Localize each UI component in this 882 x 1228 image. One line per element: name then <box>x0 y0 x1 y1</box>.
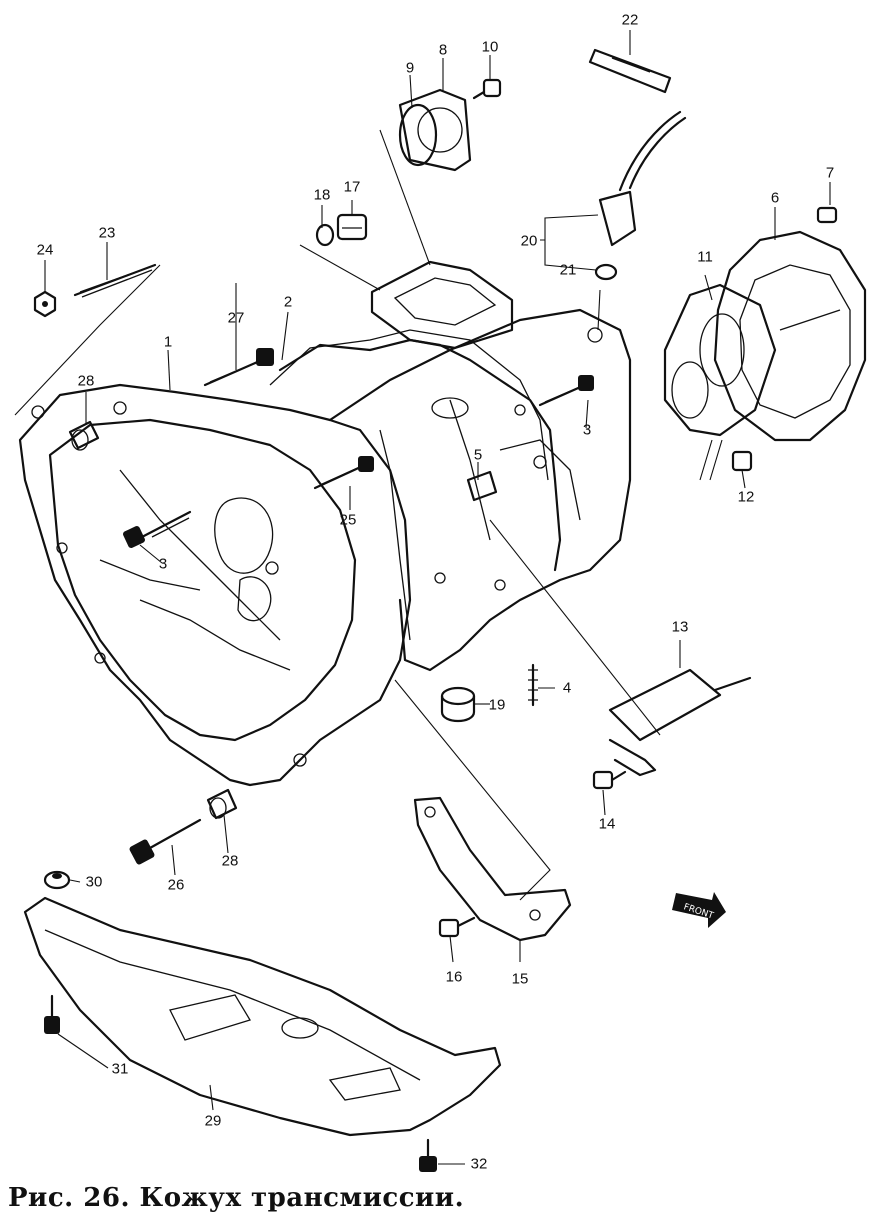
bolt-part-10 <box>472 78 502 100</box>
gasket-part-11 <box>663 283 777 437</box>
callout-15: 15 <box>511 970 529 988</box>
callout-13: 13 <box>671 618 689 636</box>
callout-4: 4 <box>562 679 572 697</box>
callout-31: 31 <box>111 1060 129 1078</box>
gasket-part-21 <box>594 263 618 281</box>
bolt-part-26 <box>129 818 202 865</box>
callout-28-upper: 28 <box>77 372 95 390</box>
bolt-part-14 <box>592 770 627 790</box>
bolt-part-7 <box>816 206 838 224</box>
bracket-part-15 <box>413 796 572 942</box>
leader-lines <box>14 30 831 1165</box>
callout-21: 21 <box>559 261 577 279</box>
callout-9: 9 <box>405 59 415 77</box>
figure-caption: Рис. 26. Кожух трансмиссии. <box>8 1183 465 1213</box>
under-cover-part-29 <box>23 896 502 1137</box>
callout-3-right: 3 <box>582 421 592 439</box>
washer-part-30 <box>43 870 71 890</box>
callout-30: 30 <box>85 873 103 891</box>
cap-part-19 <box>440 686 476 723</box>
callout-22: 22 <box>621 11 639 29</box>
extension-housing-part-6 <box>713 230 867 442</box>
bolt-part-25 <box>313 456 374 490</box>
bolts-group <box>33 78 838 1172</box>
bolt-part-27 <box>203 348 274 387</box>
switch-part-20 <box>598 110 687 247</box>
dowel-part-5 <box>466 470 498 502</box>
callout-24: 24 <box>36 241 54 259</box>
washer-part-18 <box>315 223 335 247</box>
stud-part-4 <box>528 663 538 707</box>
callout-25: 25 <box>339 511 357 529</box>
callout-6: 6 <box>770 189 780 207</box>
case-gasket-part-2 <box>269 329 549 481</box>
callout-26: 26 <box>167 876 185 894</box>
callout-8: 8 <box>438 41 448 59</box>
callout-11: 11 <box>697 248 713 266</box>
bolt-part-32 <box>419 1138 437 1172</box>
stud-part-23 <box>73 263 157 298</box>
cover-part-8 <box>398 88 472 172</box>
sensor-part-13 <box>608 668 752 777</box>
callout-27: 27 <box>227 309 245 327</box>
transmission-case-exploded-diagram: FRONT <box>14 30 867 1172</box>
callout-14: 14 <box>598 815 616 833</box>
front-direction-arrow-icon: FRONT <box>672 892 726 928</box>
callout-3-left: 3 <box>158 555 168 573</box>
bolt-part-16 <box>438 916 476 938</box>
transmission-case-part-1 <box>18 260 632 787</box>
callout-17: 17 <box>343 178 361 196</box>
callout-1: 1 <box>163 333 173 351</box>
callout-20: 20 <box>520 232 538 250</box>
callout-5: 5 <box>473 446 483 464</box>
callout-32: 32 <box>470 1155 488 1173</box>
dowel-part-28-upper <box>68 420 100 451</box>
o-ring-part-9 <box>398 103 438 167</box>
bolt-part-3-right <box>538 375 594 407</box>
bolt-part-12 <box>731 450 753 472</box>
callout-18: 18 <box>313 186 331 204</box>
callout-19: 19 <box>488 696 506 714</box>
callout-7: 7 <box>825 164 835 182</box>
callout-23: 23 <box>98 224 116 242</box>
nut-part-24 <box>33 290 57 318</box>
bolt-part-31 <box>44 994 60 1034</box>
dowel-part-28-lower <box>206 788 238 820</box>
callout-29: 29 <box>204 1112 222 1130</box>
callout-2: 2 <box>283 293 293 311</box>
plug-part-17 <box>336 213 368 241</box>
callout-28-lower: 28 <box>221 852 239 870</box>
bracket-part-22 <box>588 48 672 94</box>
callout-16: 16 <box>445 968 463 986</box>
callout-12: 12 <box>737 488 755 506</box>
bolt-part-3-left <box>123 510 192 548</box>
callout-10: 10 <box>481 38 499 56</box>
